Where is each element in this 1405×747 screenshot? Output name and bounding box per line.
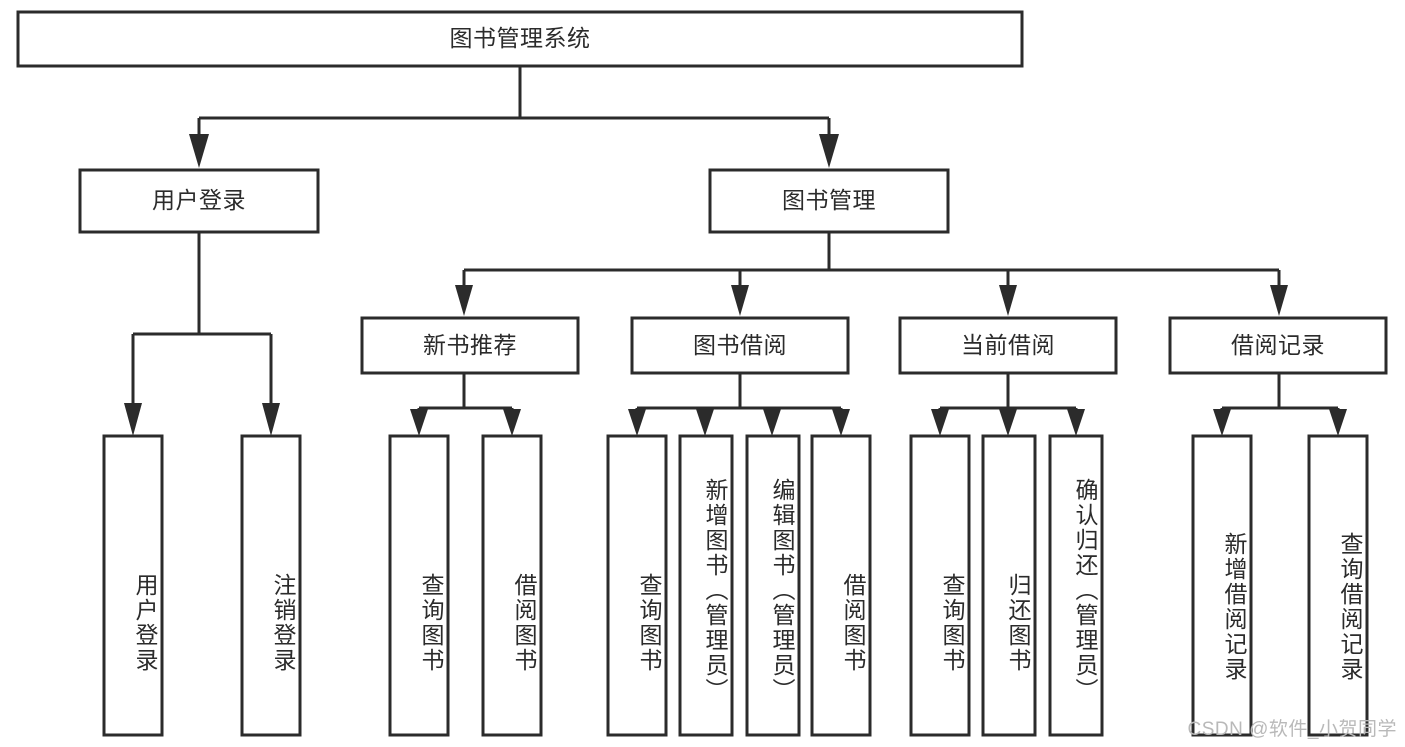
arrow-head-leaf-4 (503, 409, 521, 436)
arrow-head-leaf-8 (832, 409, 850, 436)
node-box-user-login[interactable] (78, 168, 320, 234)
arrow-head-new-book-rec (455, 285, 473, 316)
node-box-borrow-record[interactable] (1168, 316, 1388, 375)
node-box-leaf-6[interactable] (678, 434, 734, 737)
arrow-head-leaf-11 (1067, 409, 1085, 436)
node-box-leaf-3[interactable] (388, 434, 450, 737)
node-box-leaf-2[interactable] (240, 434, 302, 737)
node-box-book-borrow[interactable] (630, 316, 850, 375)
arrow-head-leaf-7 (763, 409, 781, 436)
node-box-leaf-12[interactable] (1191, 434, 1253, 737)
connector-group-book-borrow (628, 373, 850, 436)
arrow-head-leaf-6 (696, 409, 714, 436)
arrow-head-leaf-3 (410, 409, 428, 436)
arrow-head-leaf-9 (931, 409, 949, 436)
node-box-leaf-4[interactable] (481, 434, 543, 737)
connector-group-current-borrow (931, 373, 1085, 436)
node-box-leaf-8[interactable] (810, 434, 872, 737)
arrow-head-book-manage (819, 134, 839, 168)
arrow-head-book-borrow (731, 285, 749, 316)
node-box-leaf-11[interactable] (1048, 434, 1104, 737)
node-box-leaf-10[interactable] (981, 434, 1037, 737)
node-box-book-manage[interactable] (708, 168, 950, 234)
arrow-head-leaf-10 (999, 409, 1017, 436)
node-box-new-book-rec[interactable] (360, 316, 580, 375)
arrow-head-leaf-2 (262, 403, 280, 436)
arrow-head-current-borrow (999, 285, 1017, 316)
node-box-leaf-13[interactable] (1307, 434, 1369, 737)
arrow-head-leaf-12 (1213, 409, 1231, 436)
arrow-head-leaf-13 (1329, 409, 1347, 436)
arrow-head-leaf-5 (628, 409, 646, 436)
connector-group-root (189, 66, 839, 168)
connector-group-book-manage (455, 232, 1288, 316)
arrow-head-borrow-record (1270, 285, 1288, 316)
node-box-leaf-5[interactable] (606, 434, 668, 737)
connector-group-user-login (124, 232, 280, 436)
arrow-head-leaf-1 (124, 403, 142, 436)
connector-group-borrow-record (1213, 373, 1347, 436)
node-box-leaf-1[interactable] (102, 434, 164, 737)
arrow-head-user-login (189, 134, 209, 168)
connector-group-new-book-rec (410, 373, 521, 436)
csdn-watermark: CSDN @软件_小贺同学 (1187, 719, 1397, 740)
node-box-leaf-9[interactable] (909, 434, 971, 737)
node-box-leaf-7[interactable] (745, 434, 801, 737)
node-box-root[interactable] (16, 10, 1024, 68)
node-box-current-borrow[interactable] (898, 316, 1118, 375)
